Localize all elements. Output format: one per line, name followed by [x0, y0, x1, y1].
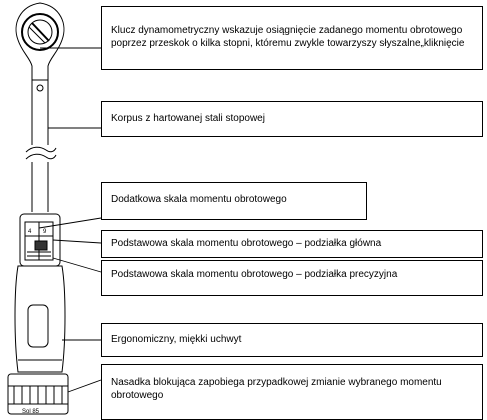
wrench-head	[15, 2, 65, 81]
pivot-hole	[36, 84, 44, 92]
lock-cap-drawing	[7, 373, 69, 415]
drive-socket	[21, 13, 59, 51]
grip-window	[27, 304, 49, 348]
callout-main-scale-text: Podstawowa skala momentu obrotowego – po…	[111, 238, 382, 249]
callout-aux-scale: Dodatkowa skala momentu obrotowego	[101, 182, 367, 220]
callout-fine-scale-text: Podstawowa skala momentu obrotowego – po…	[111, 269, 398, 280]
callout-main-scale: Podstawowa skala momentu obrotowego – po…	[101, 230, 483, 258]
callout-aux-scale-text: Dodatkowa skala momentu obrotowego	[111, 194, 287, 205]
callout-fine-scale: Podstawowa skala momentu obrotowego – po…	[101, 260, 483, 296]
callout-grip-text: Ergonomiczny, miękki uchwyt	[111, 334, 242, 345]
callout-head: Klucz dynamometryczny wskazuje osiągnięc…	[101, 6, 483, 70]
callout-head-text: Klucz dynamometryczny wskazuje osiągnięc…	[111, 25, 465, 49]
callout-lock-cap-text: Nasadka blokująca zapobiega przypadkowej…	[111, 377, 442, 401]
callout-body-text: Korpus z hartowanej stali stopowej	[111, 113, 265, 124]
scale-mark-2: 9	[43, 229, 47, 235]
torque-wrench-drawing: 4 9 Sol 85	[7, 2, 69, 415]
scale-mark-1: 4	[28, 229, 32, 235]
callout-lock-cap: Nasadka blokująca zapobiega przypadkowej…	[101, 364, 483, 420]
callout-grip: Ergonomiczny, miękki uchwyt	[101, 323, 483, 357]
cap-label: Sol 85	[22, 409, 40, 415]
handle-grip	[14, 265, 66, 373]
wrench-shaft	[31, 80, 49, 145]
callout-body: Korpus z hartowanej stali stopowej	[101, 101, 483, 137]
